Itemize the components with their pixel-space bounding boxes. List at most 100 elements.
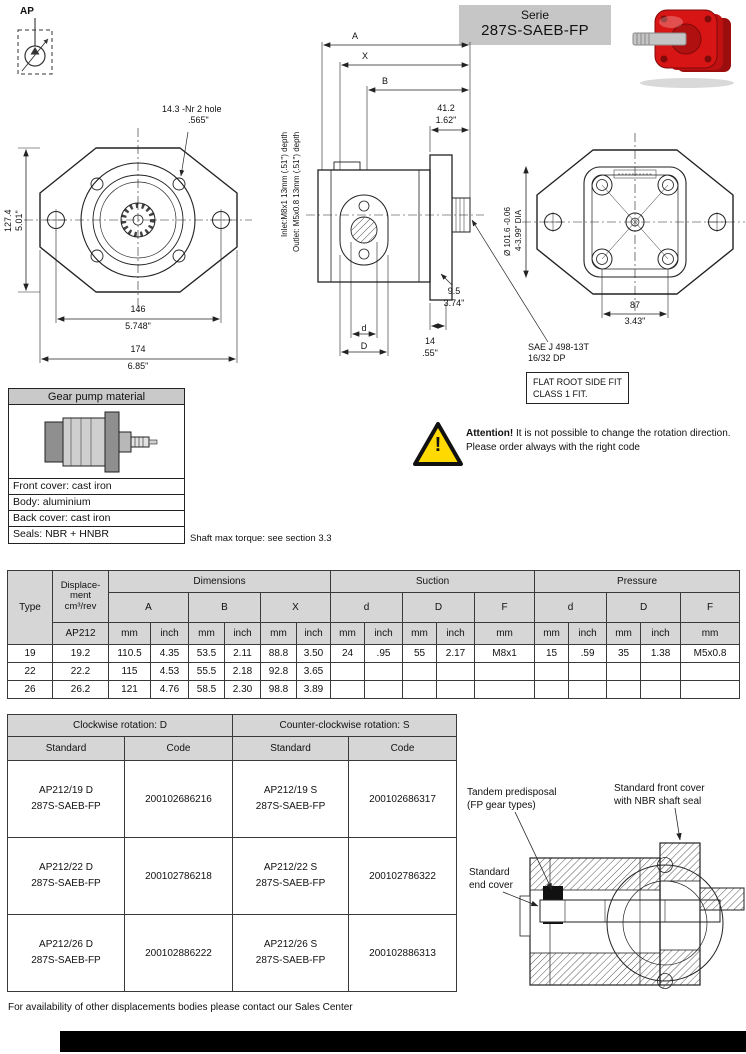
cross-section-drawing [502, 807, 745, 989]
cell-pressure-d-mm: 15 [534, 644, 570, 663]
pilot-dia-inch: 4-3.99" DIA [514, 209, 523, 251]
cell-empty [568, 662, 608, 681]
spline-standard-note: SAE J 498-13T 16/32 DP [528, 342, 589, 364]
cell-pressure-f: M5x0.8 [680, 644, 741, 663]
dim-b-label: B [382, 76, 389, 86]
material-panel-title: Gear pump material [9, 389, 184, 405]
material-row-front-cover: Front cover: cast iron [9, 479, 184, 495]
hole-note-inch: .565" [188, 115, 209, 125]
cell-cw-standard: AP212/19 D 287S-SAEB-FP [7, 760, 125, 838]
cell-pressure-dd-in: 1.38 [640, 644, 682, 663]
cell-empty [473, 680, 536, 699]
splined-shaft [451, 197, 471, 233]
cell-a-in: 4.76 [150, 680, 189, 699]
cell-type: 19 [7, 644, 53, 663]
model-name: AP212/19 D [39, 785, 93, 796]
spline-fit-note-box: FLAT ROOT SIDE FIT CLASS 1 FIT. [526, 372, 630, 404]
torque-note: Shaft max torque: see section 3.3 [190, 533, 332, 544]
dim-cover-bolt-mm: 87 [629, 300, 640, 310]
cell-empty [364, 662, 403, 681]
dimensions-table: Type Displace- ment cm³/rev Dimensions S… [7, 570, 741, 699]
side-view-drawing [306, 42, 484, 356]
drive-shaft [539, 899, 721, 923]
dim-cover-bolt-inch: 3.43" [624, 316, 646, 326]
tandem-label-line1: Tandem predisposal [467, 787, 557, 798]
hydraulic-pump-symbol-icon [17, 18, 53, 75]
unit-inch: inch [640, 622, 682, 645]
back-cover [583, 166, 687, 278]
warning-triangle-icon [413, 422, 463, 466]
cell-empty [534, 680, 570, 699]
ordering-codes-table: Clockwise rotation: D Counter-clockwise … [6, 714, 458, 992]
cell-empty [330, 680, 365, 699]
header-code: Code [348, 736, 458, 761]
spline-standard-line2: 16/32 DP [528, 353, 566, 363]
spline-fit-line1: FLAT ROOT SIDE FIT [533, 377, 623, 387]
model-name: AP212/22 S [263, 862, 318, 873]
cell-ccw-code: 200102786322 [348, 837, 458, 915]
series-name: 287S-SAEB-FP [255, 801, 326, 812]
cell-empty [436, 680, 475, 699]
cell-empty [436, 662, 475, 681]
header-model: AP212 [52, 622, 109, 645]
header-pressure: Pressure [534, 570, 741, 593]
unit-mm: mm [473, 622, 536, 645]
header-standard: Standard [232, 736, 350, 761]
cell-b-mm: 55.5 [188, 662, 225, 681]
cell-cw-standard: AP212/26 D 287S-SAEB-FP [7, 914, 125, 992]
material-row-seals: Seals: NBR + HNBR [13, 528, 109, 540]
series-label: Serie [520, 8, 549, 22]
material-row-body: Body: aluminium [9, 495, 184, 511]
unit-mm: mm [680, 622, 741, 645]
attention-body: It is not possible to change the rotatio… [466, 428, 731, 453]
pump-side-illustration [44, 411, 158, 473]
series-name: 287S-SAEB-FP [31, 878, 101, 889]
model-name: AP212/19 S [263, 785, 318, 796]
cell-ccw-standard: AP212/19 S 287S-SAEB-FP [232, 760, 350, 838]
mounting-flange [429, 154, 453, 301]
model-name: AP212/22 D [39, 862, 93, 873]
dim-height-mm: 127.4 [3, 209, 13, 232]
dim-body-inch: 3.74" [443, 298, 465, 308]
product-photo [632, 9, 734, 88]
port-flange [339, 194, 389, 266]
cell-cw-code: 200102886222 [123, 914, 234, 992]
dim-bolt-spacing-inch: 5.748" [125, 321, 151, 331]
cell-suction-dd-in: 2.17 [436, 644, 475, 663]
dim-front-mm: 41.2 [437, 103, 455, 113]
front-cover-label-line1: Standard front cover [614, 783, 705, 794]
model-name: AP212/26 D [39, 939, 93, 950]
unit-mm: mm [534, 622, 570, 645]
header-pressure-f: F [680, 592, 741, 623]
dim-height-inch: 5.01" [14, 210, 24, 231]
dim-front-inch: 1.62" [435, 115, 457, 125]
cell-a-mm: 110.5 [108, 644, 151, 663]
model-name: AP212/26 S [263, 939, 318, 950]
unit-mm: mm [606, 622, 642, 645]
table-row: AP212/19 D 287S-SAEB-FP 200102686216 AP2… [7, 760, 458, 838]
cell-ccw-code: 200102686317 [348, 760, 458, 838]
material-row-back-cover: Back cover: cast iron [9, 511, 184, 527]
port-d-label: d [361, 323, 367, 333]
cell-a-in: 4.35 [150, 644, 189, 663]
header-suction-d: d [330, 592, 403, 623]
cell-x-in: 3.89 [296, 680, 331, 699]
table-row: AP212/22 D 287S-SAEB-FP 200102786218 AP2… [7, 837, 458, 915]
end-cover-label-line2: end cover [469, 880, 513, 891]
cell-empty [680, 680, 741, 699]
cell-b-mm: 58.5 [188, 680, 225, 699]
unit-inch: inch [436, 622, 475, 645]
dim-offset-mm: 14 [424, 336, 435, 346]
front-flange-outline [39, 147, 238, 293]
cell-empty [640, 680, 682, 699]
cell-empty [402, 680, 437, 699]
table-row: 26 26.2 121 4.76 58.5 2.30 98.8 3.89 [7, 680, 741, 699]
cell-x-mm: 98.8 [260, 680, 297, 699]
shaft-spline [121, 203, 155, 237]
spline-fit-line2: CLASS 1 FIT. [533, 389, 588, 399]
header-pressure-dd: D [606, 592, 682, 623]
cell-empty [680, 662, 741, 681]
cell-empty [473, 662, 536, 681]
cell-suction-f: M8x1 [473, 644, 536, 663]
dim-a-label: A [352, 31, 359, 41]
